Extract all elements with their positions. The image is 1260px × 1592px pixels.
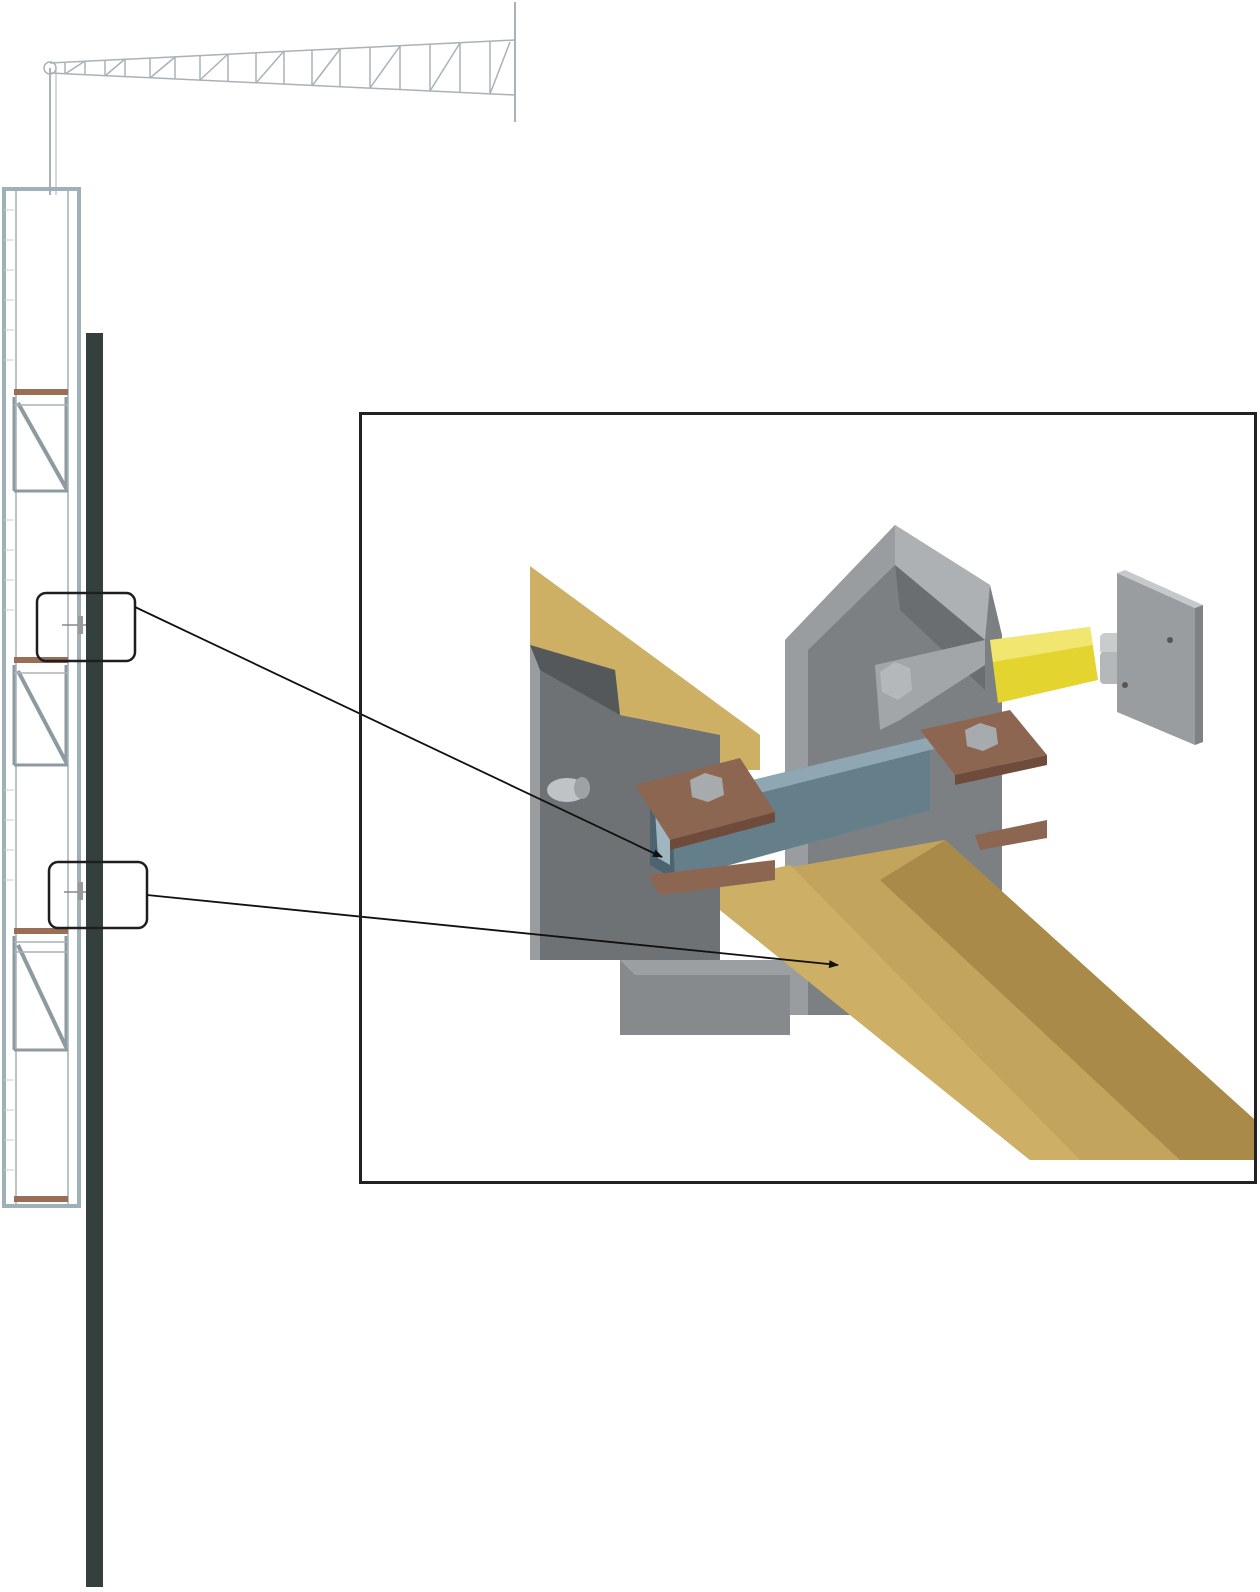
hex-bolt-icon <box>690 773 724 802</box>
lattice-jib-icon <box>43 2 516 195</box>
tie-bracket-upper <box>62 616 86 634</box>
callout-box-upper <box>35 591 137 663</box>
bracket-detail-view <box>530 525 1255 1160</box>
screw-jack-icon <box>990 570 1203 745</box>
tie-pads <box>635 710 1047 895</box>
base-deck <box>14 1196 68 1202</box>
leader-arrow-upper <box>134 606 663 858</box>
platform-cage-2 <box>12 657 68 767</box>
hoist-mast <box>2 187 81 1208</box>
tie-bracket-lower <box>64 882 86 900</box>
timber-beam <box>720 840 1255 1160</box>
building-wall <box>86 333 103 1587</box>
platform-cage-1 <box>12 389 68 493</box>
hex-bolt-icon <box>880 662 912 700</box>
hex-bolt-icon <box>965 723 998 751</box>
platform-cage-3 <box>12 928 68 1052</box>
leader-arrow-lower <box>146 894 839 969</box>
